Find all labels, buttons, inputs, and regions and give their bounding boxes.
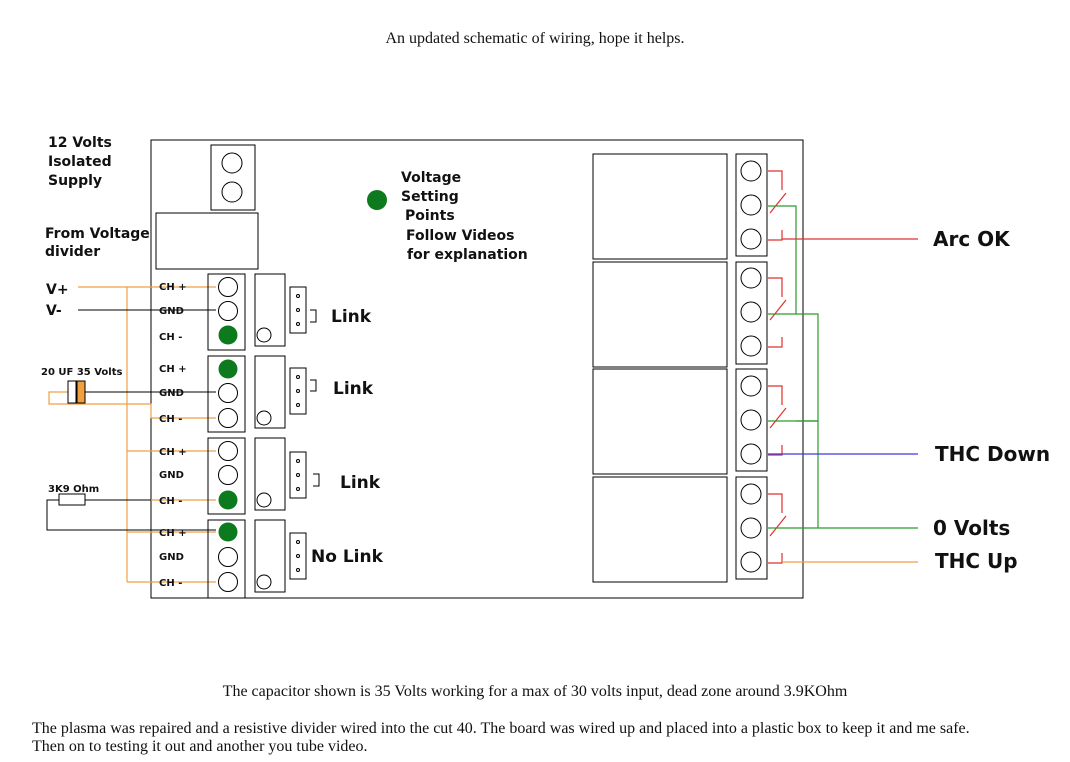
zero-volts-label: 0 Volts (933, 516, 1010, 540)
board-outline (150, 139, 804, 599)
supply-terminal (221, 152, 243, 174)
board-component (155, 212, 259, 270)
ch3-pin-gnd: GND (159, 470, 184, 481)
channel-3-block (207, 437, 320, 515)
bottom-caption-line-2: Then on to testing it out and another yo… (32, 738, 368, 755)
supply-terminal (221, 181, 243, 203)
ch3-pin-plus: CH + (159, 447, 187, 458)
black-wiring (46, 309, 216, 531)
ch4-link-label: No Link (311, 547, 384, 567)
ch3-link-label: Link (340, 473, 381, 493)
divider-label-line-2: divider (45, 244, 100, 260)
capacitor-symbol (67, 380, 86, 404)
ch2-pin-plus: CH + (159, 364, 187, 375)
capacitor-label: 20 UF 35 Volts (41, 367, 122, 378)
ch4-pin-gnd: GND (159, 552, 184, 563)
voltage-note-line-2: Setting (401, 189, 459, 205)
ch2-pin-gnd: GND (159, 388, 184, 399)
ch4-pin-minus: CH - (159, 578, 182, 589)
resistor-label: 3K9 Ohm (48, 484, 99, 495)
thc-down-label: THC Down (935, 442, 1050, 466)
channel-4-block (207, 519, 307, 599)
ch2-link-label: Link (333, 379, 374, 399)
v-minus-label: V- (46, 303, 62, 319)
arc-ok-label: Arc OK (933, 227, 1011, 251)
channel-2-block (207, 355, 317, 433)
ch4-pin-plus: CH + (159, 528, 187, 539)
voltage-note-line-4: Follow Videos (406, 228, 515, 244)
bottom-caption-line-1: The plasma was repaired and a resistive … (32, 720, 970, 737)
voltage-setting-led (367, 190, 387, 210)
ch1-link-label: Link (331, 307, 372, 327)
resistor-symbol (58, 493, 86, 506)
voltage-note-line-1: Voltage (401, 170, 461, 186)
supply-connector (210, 144, 256, 211)
relay-contact-symbols (768, 170, 787, 564)
bottom-caption: The plasma was repaired and a resistive … (32, 720, 1042, 756)
channel-1-block (207, 273, 317, 351)
voltage-note-line-3: Points (405, 208, 455, 224)
middle-caption: The capacitor shown is 35 Volts working … (222, 683, 848, 700)
ch1-pin-minus: CH - (159, 332, 182, 343)
divider-label-line-1: From Voltage (45, 226, 150, 242)
voltage-note-line-5: for explanation (407, 247, 528, 263)
supply-label-line-1: 12 Volts (48, 135, 112, 151)
relay-terminals (735, 153, 768, 580)
green-common-wiring (768, 205, 918, 529)
relay-1 (592, 153, 728, 260)
ch1-pin-plus: CH + (159, 282, 187, 293)
ch1-pin-gnd: GND (159, 306, 184, 317)
orange-wiring (48, 286, 216, 583)
ch2-pin-minus: CH - (159, 414, 182, 425)
relay-3 (592, 368, 728, 475)
top-caption: An updated schematic of wiring, hope it … (385, 30, 685, 47)
supply-label-line-3: Supply (48, 173, 102, 189)
thc-up-label: THC Up (935, 549, 1018, 573)
ch3-pin-minus: CH - (159, 496, 182, 507)
relay-4 (592, 476, 728, 583)
supply-label-line-2: Isolated (48, 154, 112, 170)
v-plus-label: V+ (46, 282, 69, 298)
relay-2 (592, 261, 728, 368)
